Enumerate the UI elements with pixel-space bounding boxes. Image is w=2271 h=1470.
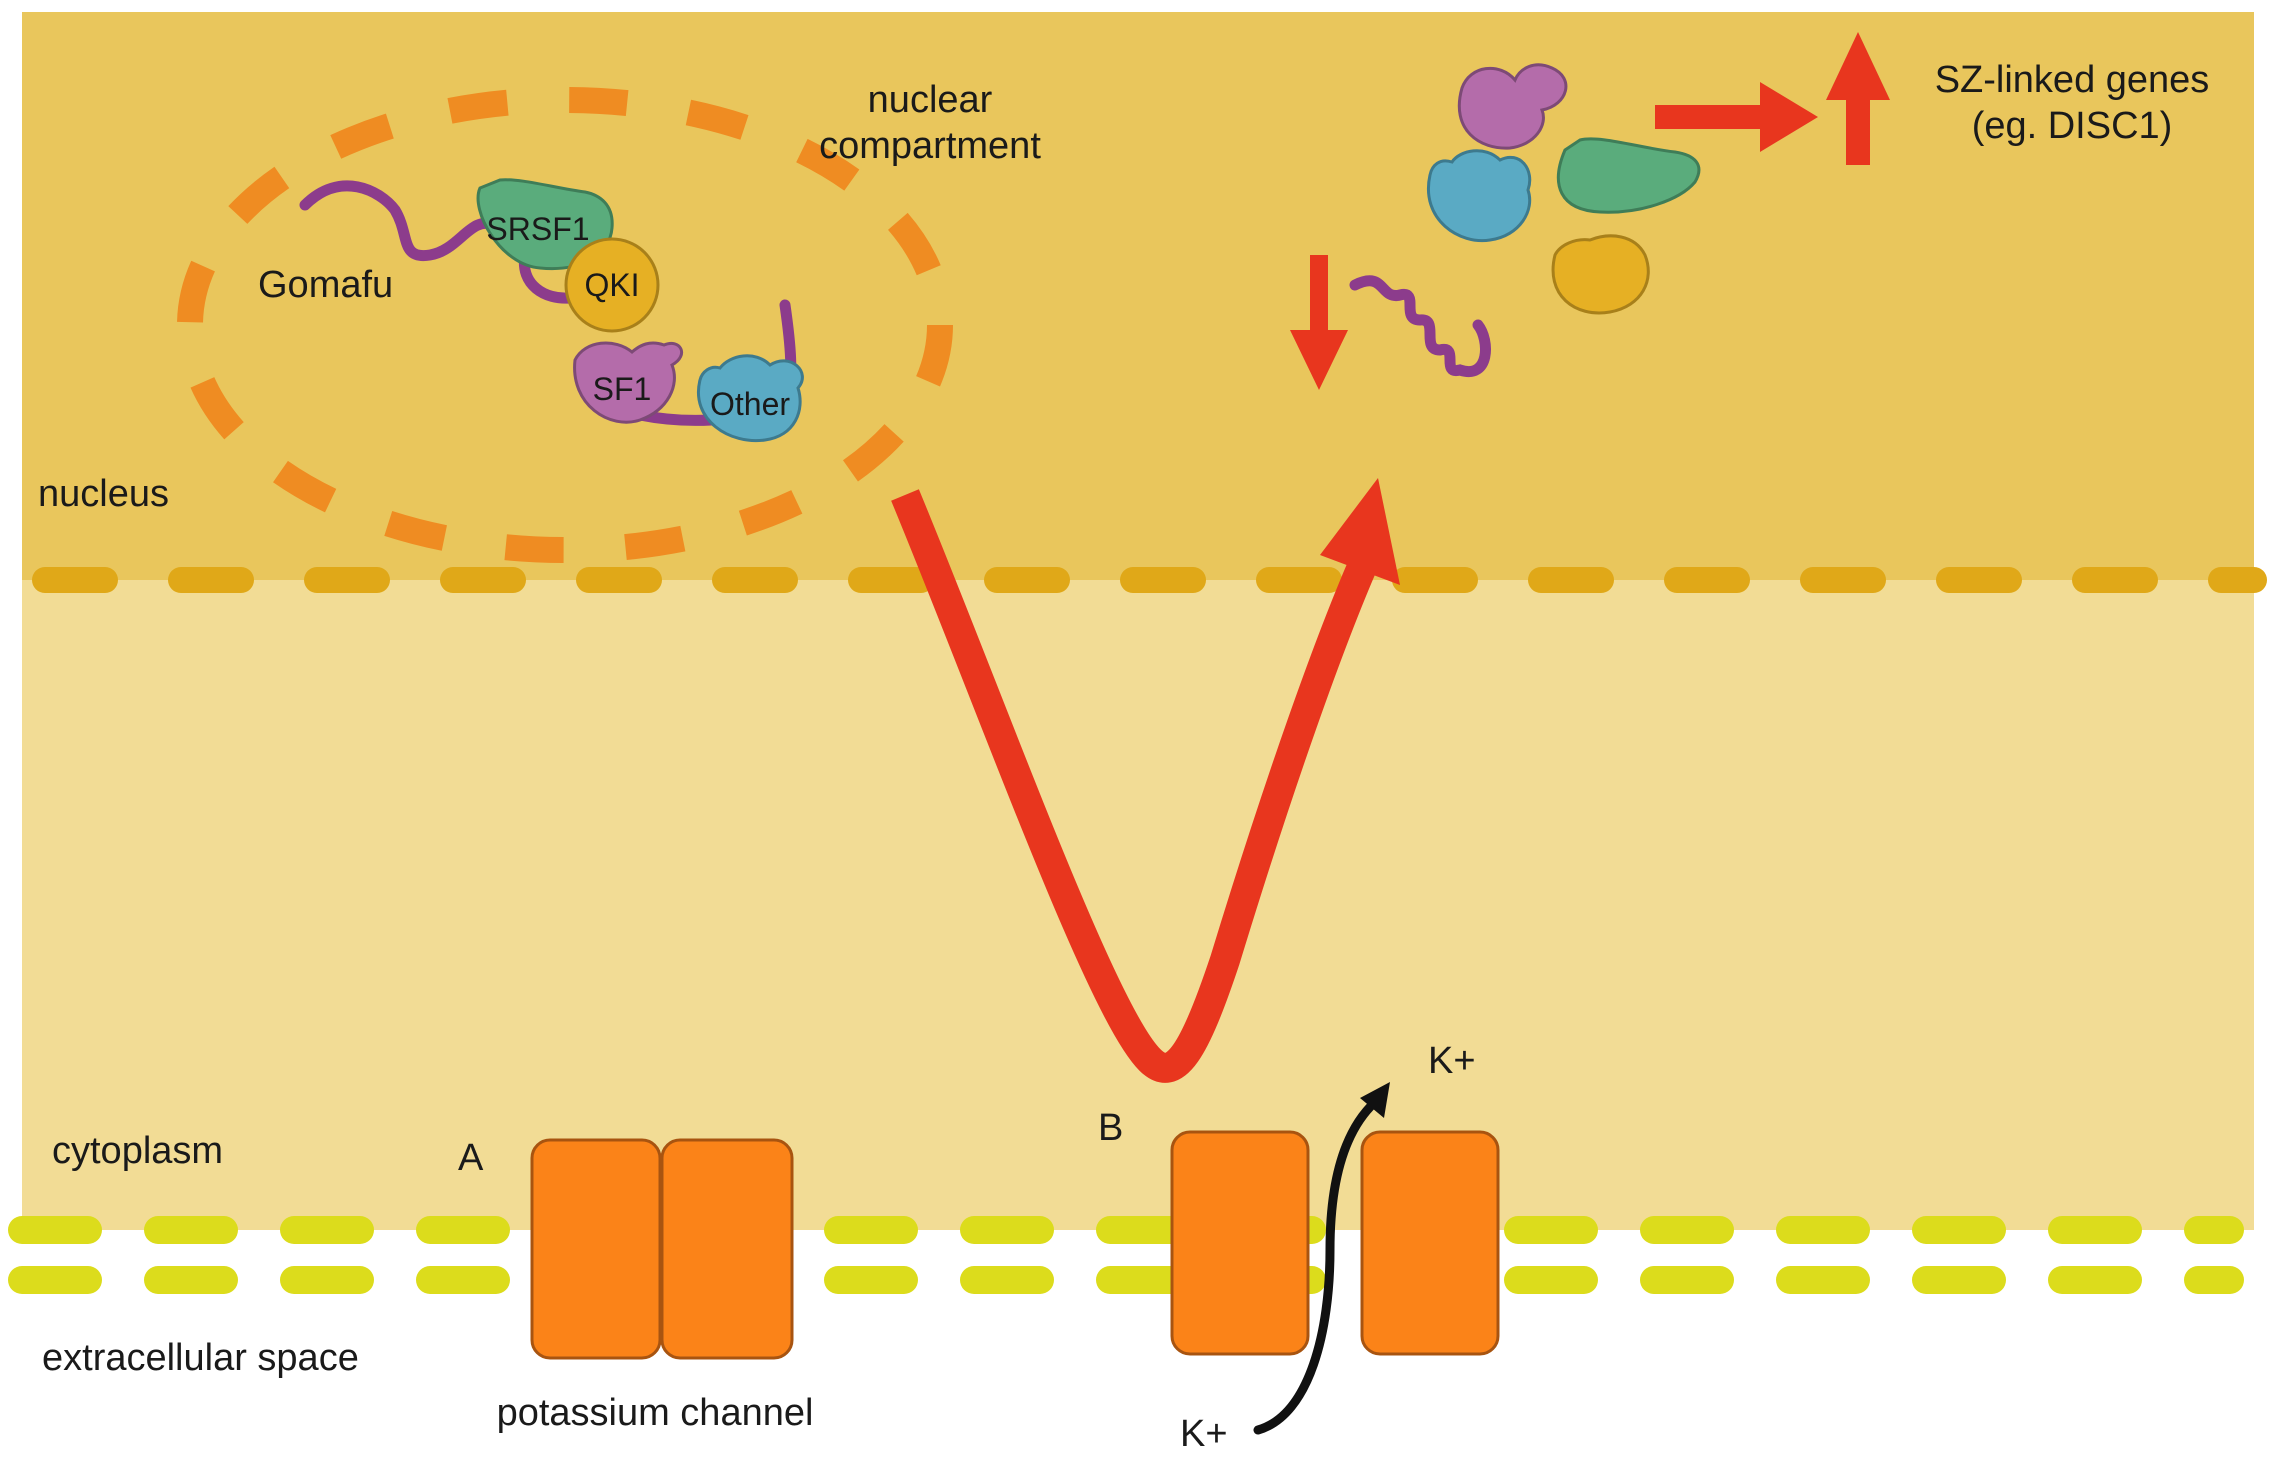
gomafu-rna [299,180,501,262]
down-arrow-gomafu [1290,255,1348,390]
nucleus-region [22,12,2254,580]
label-nucleus: nucleus [38,473,169,515]
qki-protein [564,237,660,333]
label-extracellular-space: extracellular space [42,1337,359,1379]
srsf1-protein [476,178,614,271]
k-efflux-arrow [1253,1097,1380,1435]
released-srsf1-protein [1556,137,1701,214]
label-k-plus-bottom: K+ [1180,1413,1228,1455]
channel-a-left-subunit [530,1138,662,1360]
label-qki: QKI [584,267,639,303]
other-protein [697,354,804,443]
label-sf1: SF1 [593,371,652,407]
label-potassium-channel: potassium channel [497,1392,814,1434]
arrow-to-genes-shaft [1655,105,1765,129]
released-sf1-protein [1457,63,1568,150]
released-other-protein [1427,149,1532,243]
label-sz-linked-genes: SZ-linked genes [1935,59,2210,101]
channel-a-right-subunit [660,1138,794,1360]
up-arrow-genes-shaft [1846,95,1870,165]
label-nuclear: nuclear [868,79,993,121]
free-gomafu-rna [1349,275,1491,378]
label-cytoplasm: cytoplasm [52,1130,223,1172]
channel-b-left-subunit [1170,1130,1310,1356]
k-efflux-arrowhead [1360,1082,1390,1118]
label-gomafu: Gomafu [258,264,393,306]
label-srsf1: SRSF1 [486,211,589,247]
cytoplasm-region [22,580,2254,1230]
channel-b-right-subunit [1360,1130,1500,1356]
label-disc1-example: (eg. DISC1) [1972,105,2173,147]
nuclear-compartment-boundary [177,87,953,563]
signal-arrow-path [891,489,1379,1083]
released-qki-protein [1551,234,1650,315]
label-panel-a: A [458,1137,484,1179]
label-k-plus-top: K+ [1428,1040,1476,1082]
sf1-protein [573,341,684,424]
signal-arrowhead [1320,478,1400,585]
label-panel-b: B [1098,1107,1123,1149]
up-arrow-genes-head [1826,32,1890,100]
label-compartment: compartment [819,125,1041,167]
arrow-to-genes-head [1760,82,1818,152]
label-other: Other [710,386,790,422]
